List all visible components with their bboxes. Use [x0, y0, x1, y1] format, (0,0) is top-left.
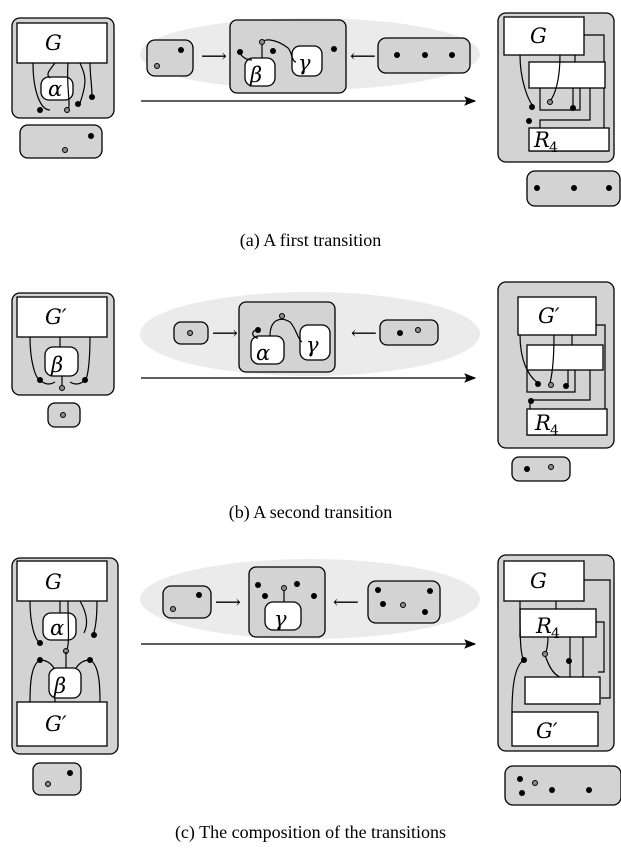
node-gamma — [264, 601, 302, 631]
label-gamma: γ — [274, 607, 287, 631]
label-g: G — [530, 24, 547, 48]
node-dot — [75, 101, 81, 107]
node-dot — [89, 94, 95, 100]
label-alpha: α — [50, 616, 64, 640]
rule-c: ⟶ γ ⟵ — [162, 566, 441, 638]
interface-box — [504, 765, 621, 806]
node-r4-bottom — [524, 676, 601, 705]
label-r-sub: 4 — [549, 140, 558, 156]
label-r: R — [535, 614, 552, 638]
left-graph-c: G α β G′ — [11, 557, 119, 796]
node-gamma — [299, 324, 331, 361]
node-r4-top — [528, 61, 606, 89]
label-r-sub: 4 — [550, 423, 559, 439]
right-graph-c: G R 4 G′ — [497, 554, 621, 806]
node-g-prime — [517, 296, 597, 336]
arrow-right: ⟶ — [215, 592, 241, 613]
port-dot — [64, 107, 70, 113]
label-gamma: γ — [298, 51, 311, 75]
panel-c: G α β G′ — [11, 554, 621, 806]
caption-c: (c) The composition of the transitions — [174, 822, 447, 842]
node-beta — [244, 57, 276, 87]
label-g: G — [45, 31, 62, 55]
panel-a: G α ⟶ β γ — [11, 12, 621, 207]
rule-right-interface — [367, 580, 441, 624]
rule-b: ⟶ α γ ⟵ — [173, 301, 439, 373]
node-alpha — [250, 335, 285, 365]
right-graph-a: G R 4 — [497, 12, 621, 207]
port-dot — [62, 147, 68, 153]
interface-box — [19, 124, 103, 159]
left-graph-a: G α — [11, 17, 115, 159]
right-graph-b: G′ R 4 — [497, 281, 615, 482]
panel-b: G′ β ⟶ α γ — [11, 281, 615, 482]
label-gamma: γ — [306, 333, 319, 357]
node-g — [503, 16, 585, 56]
node-beta — [48, 667, 82, 699]
node-g-prime — [511, 711, 599, 747]
label-beta: β — [50, 353, 63, 377]
rule-left-interface — [146, 39, 194, 77]
label-beta: β — [53, 674, 66, 698]
label-g: G — [530, 569, 547, 593]
arrow-left: ⟵ — [333, 592, 359, 613]
arrow-left: ⟵ — [350, 46, 376, 67]
rule-left-interface — [162, 585, 212, 619]
interface-box — [511, 456, 571, 482]
label-g-prime: G′ — [536, 719, 558, 743]
label-alpha: α — [48, 77, 62, 101]
interface-box — [32, 762, 82, 796]
node-dot — [37, 107, 43, 113]
node-g — [16, 22, 108, 64]
rule-right-interface — [379, 319, 439, 346]
node-g-prime — [16, 701, 108, 747]
label-beta: β — [249, 63, 262, 87]
node-r4-top — [526, 344, 604, 371]
node-r4 — [526, 408, 608, 436]
label-g-prime: G′ — [538, 304, 560, 328]
label-g-prime: G′ — [45, 305, 67, 329]
label-r: R — [534, 411, 551, 435]
node-g — [503, 560, 585, 602]
caption-b: (b) A second transition — [228, 502, 393, 522]
node-r4 — [528, 127, 610, 152]
label-g-prime: G′ — [45, 712, 67, 736]
arrow-left: ⟵ — [351, 323, 377, 344]
node-alpha — [40, 76, 74, 101]
left-graph-b: G′ β — [11, 292, 115, 428]
label-alpha: α — [256, 341, 270, 365]
node-dot — [88, 133, 94, 139]
arrow-right: ⟶ — [212, 323, 238, 344]
node-g-prime — [16, 296, 108, 338]
rule-a: ⟶ β γ ⟵ — [146, 19, 471, 94]
node-g — [16, 560, 108, 602]
caption-a: (a) A first transition — [239, 230, 382, 250]
label-r-sub: 4 — [551, 626, 560, 642]
label-r: R — [533, 128, 550, 152]
node-gamma — [291, 45, 323, 77]
arrow-right: ⟶ — [201, 46, 227, 67]
label-g: G — [45, 570, 62, 594]
